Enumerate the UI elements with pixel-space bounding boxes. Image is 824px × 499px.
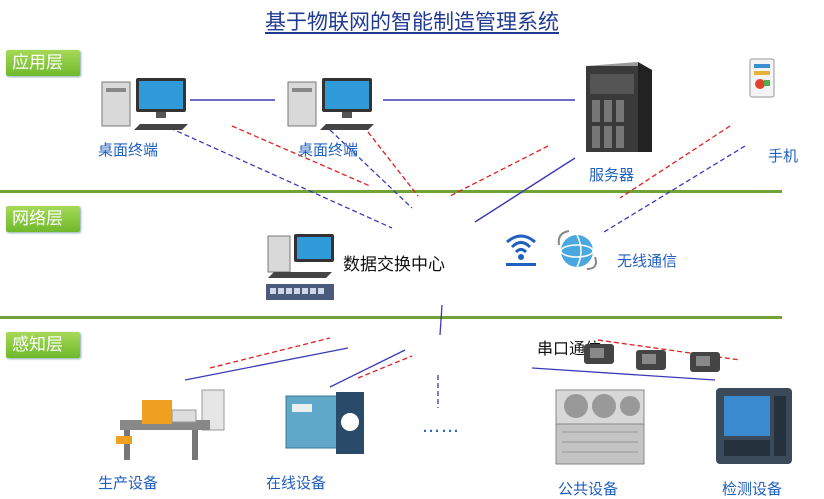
label-online-equipment: 在线设备: [266, 474, 327, 492]
desktop-terminal-1-icon: [100, 72, 192, 132]
link-production-blue: [184, 347, 349, 381]
link-desktop2-exchange-red: [367, 131, 419, 197]
label-data-exchange-center: 数据交换中心: [343, 255, 445, 275]
online-equipment-icon: [284, 390, 366, 456]
data-exchange-center-icon: [262, 232, 338, 308]
label-production-equipment: 生产设备: [98, 474, 159, 492]
label-desktop-terminal-2: 桌面终端: [298, 141, 359, 159]
link-desktop1-exchange: [169, 127, 393, 229]
link-server-exchange: [474, 157, 576, 223]
link-desktop1-exchange-red: [231, 125, 371, 187]
link-production-red: [209, 337, 331, 369]
link-server-exchange-red: [449, 145, 549, 197]
layer-tag-network: 网络层: [6, 206, 80, 232]
label-phone: 手机: [768, 147, 799, 165]
label-inspection-equipment: 检测设备: [722, 480, 783, 498]
serial-connectors-icon: [580, 340, 740, 384]
layer-tag-application: 应用层: [6, 50, 80, 76]
label-server: 服务器: [589, 166, 635, 184]
ellipsis-more-devices: ……: [422, 416, 460, 437]
link-exchange-sensing: [439, 304, 443, 336]
divider-app-network: [0, 190, 782, 193]
link-online-red: [357, 355, 413, 379]
desktop-terminal-2-icon: [286, 72, 378, 132]
wireless-globe-icon: [555, 229, 601, 271]
link-phone-wireless-red: [619, 125, 731, 199]
label-wireless-communication: 无线通信: [617, 252, 678, 270]
link-online-blue: [329, 349, 406, 388]
production-equipment-icon: [112, 380, 230, 470]
divider-network-sensing: [0, 316, 782, 319]
inspection-equipment-icon: [712, 384, 796, 468]
layer-tag-sensing: 感知层: [6, 332, 80, 358]
link-phone-wireless: [603, 145, 746, 233]
link-desktop2-exchange: [329, 129, 413, 209]
phone-icon: [749, 58, 775, 98]
label-public-equipment: 公共设备: [558, 480, 619, 498]
link-serial-blue: [531, 367, 716, 381]
public-equipment-icon: [552, 384, 648, 472]
wifi-icon: [502, 228, 540, 270]
server-icon: [578, 60, 654, 156]
label-desktop-terminal-1: 桌面终端: [98, 141, 159, 159]
diagram-title: 基于物联网的智能制造管理系统: [265, 10, 559, 34]
